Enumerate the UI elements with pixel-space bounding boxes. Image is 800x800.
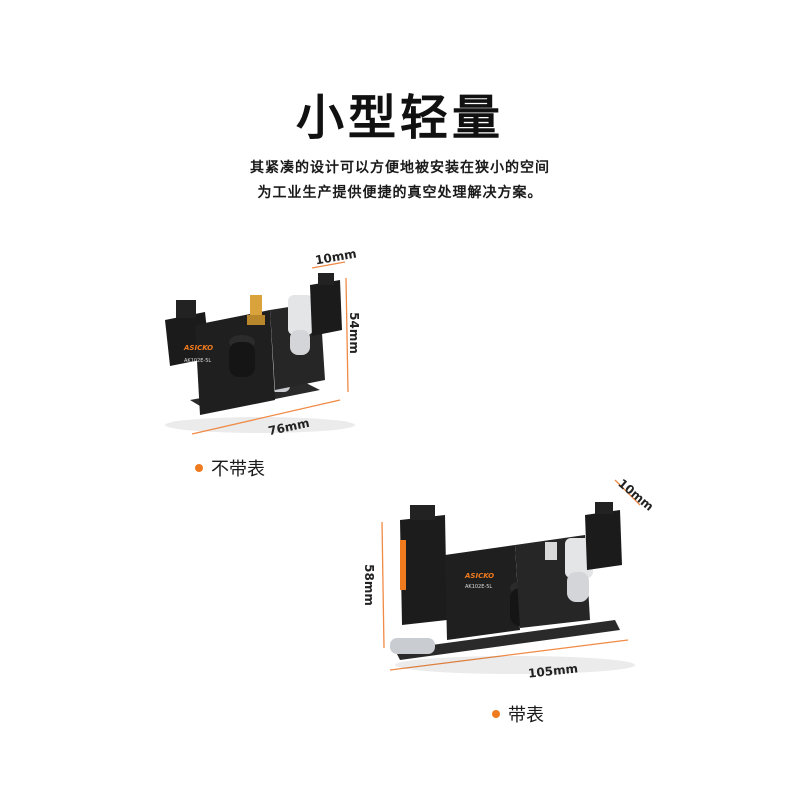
subtitle-line-2: 为工业生产提供便捷的真空处理解决方案。 [257, 185, 543, 201]
subtitle-line-1: 其紧凑的设计可以方便地被安装在狭小的空间 [250, 160, 550, 176]
bullet-dot-icon [195, 464, 203, 472]
caption-large-text: 带表 [508, 705, 544, 726]
product-image-small: ASICKO AK102E-5L [165, 273, 355, 433]
product-image-large: ASICKO AK102E-5L [390, 502, 635, 674]
dimension-height-small: 54mm [346, 312, 361, 354]
caption-large: 带表 [492, 701, 544, 727]
dimension-height-large: 58mm [361, 564, 376, 606]
brand-label-large: ASICKO [464, 572, 494, 580]
caption-small: 不带表 [195, 455, 265, 481]
model-label-small: AK102E-5L [184, 358, 211, 364]
page-title: 小型轻量 [295, 90, 504, 146]
model-label-large: AK102E-5L [465, 584, 492, 590]
bullet-dot-icon [492, 710, 500, 718]
brand-label-small: ASICKO [183, 344, 213, 352]
caption-small-text: 不带表 [211, 459, 265, 480]
